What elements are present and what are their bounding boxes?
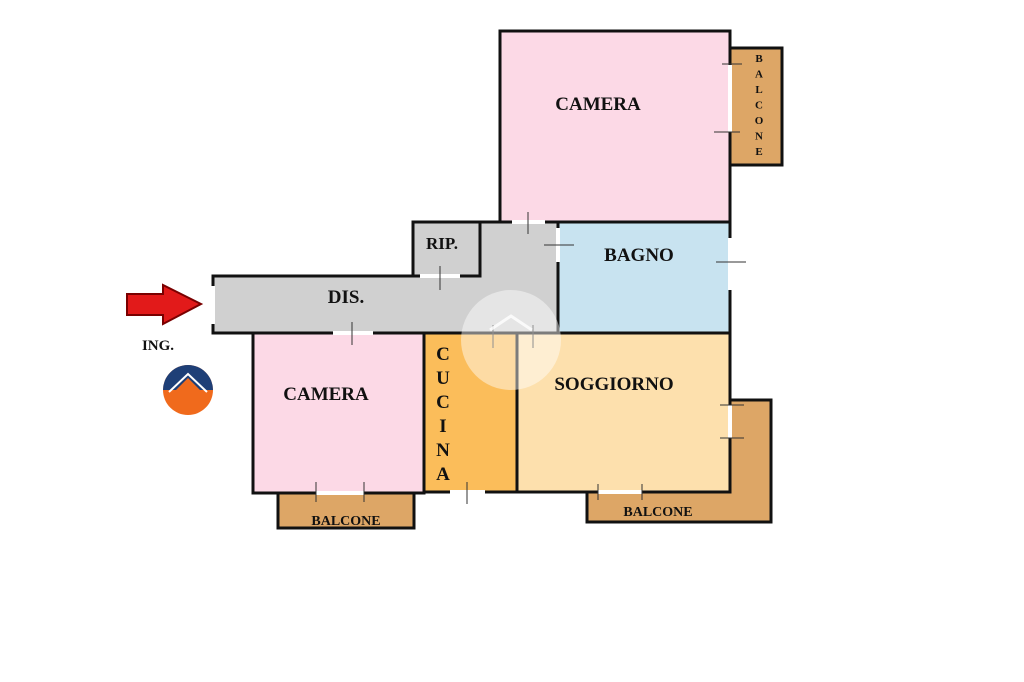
label-entrance: ING.: [142, 338, 174, 354]
watermark-house-icon: [489, 314, 533, 332]
label-bagno: BAGNO: [604, 245, 674, 266]
openings: [315, 63, 746, 504]
label-soggiorno: SOGGIORNO: [554, 374, 673, 395]
label-camera-left: CAMERA: [283, 384, 369, 405]
room-camera-left: [251, 331, 426, 495]
agency-logo: [163, 365, 213, 415]
balcony-bottom-left: [276, 491, 416, 530]
label-rip: RIP.: [426, 234, 458, 253]
label-camera-top: CAMERA: [555, 94, 641, 115]
entrance-arrow-icon: [126, 283, 204, 326]
label-balcone-bottom-right: BALCONE: [623, 505, 692, 520]
label-dis: DIS.: [328, 287, 364, 308]
watermark-circle: [461, 290, 561, 390]
label-balcone-bottom-left: BALCONE: [311, 514, 380, 529]
room-bagno: [556, 220, 732, 335]
room-camera-top: [498, 29, 732, 224]
